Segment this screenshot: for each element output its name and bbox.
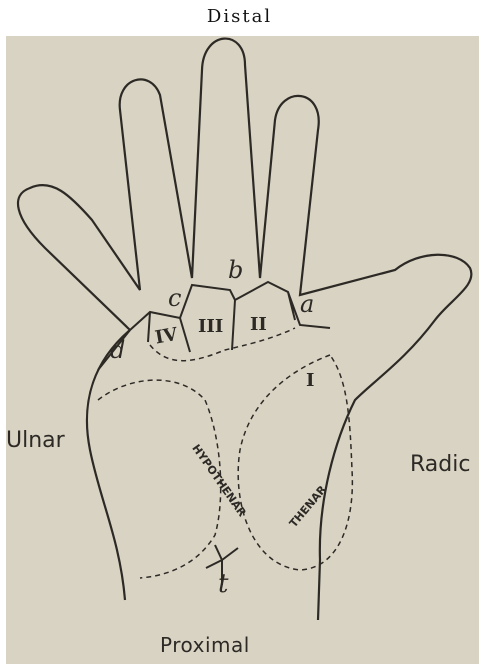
area-III-label: III bbox=[198, 316, 223, 337]
triradius-b-label: b bbox=[228, 256, 243, 284]
proximal-label: Proximal bbox=[160, 633, 250, 657]
area-I-label: I bbox=[306, 370, 314, 391]
radial-label: Radic bbox=[410, 452, 470, 477]
ulnar-label: Ulnar bbox=[6, 428, 65, 453]
thenar-dashed-border bbox=[238, 355, 352, 570]
area-II-label: II bbox=[250, 314, 267, 335]
triradius-t-label: t bbox=[218, 569, 229, 599]
hand-outline bbox=[18, 39, 471, 620]
triradius-a-label: a bbox=[300, 290, 314, 318]
area-IV-label: IV bbox=[153, 324, 180, 349]
triradius-d-label: d bbox=[110, 336, 125, 364]
triradius-c-label: c bbox=[168, 284, 181, 312]
